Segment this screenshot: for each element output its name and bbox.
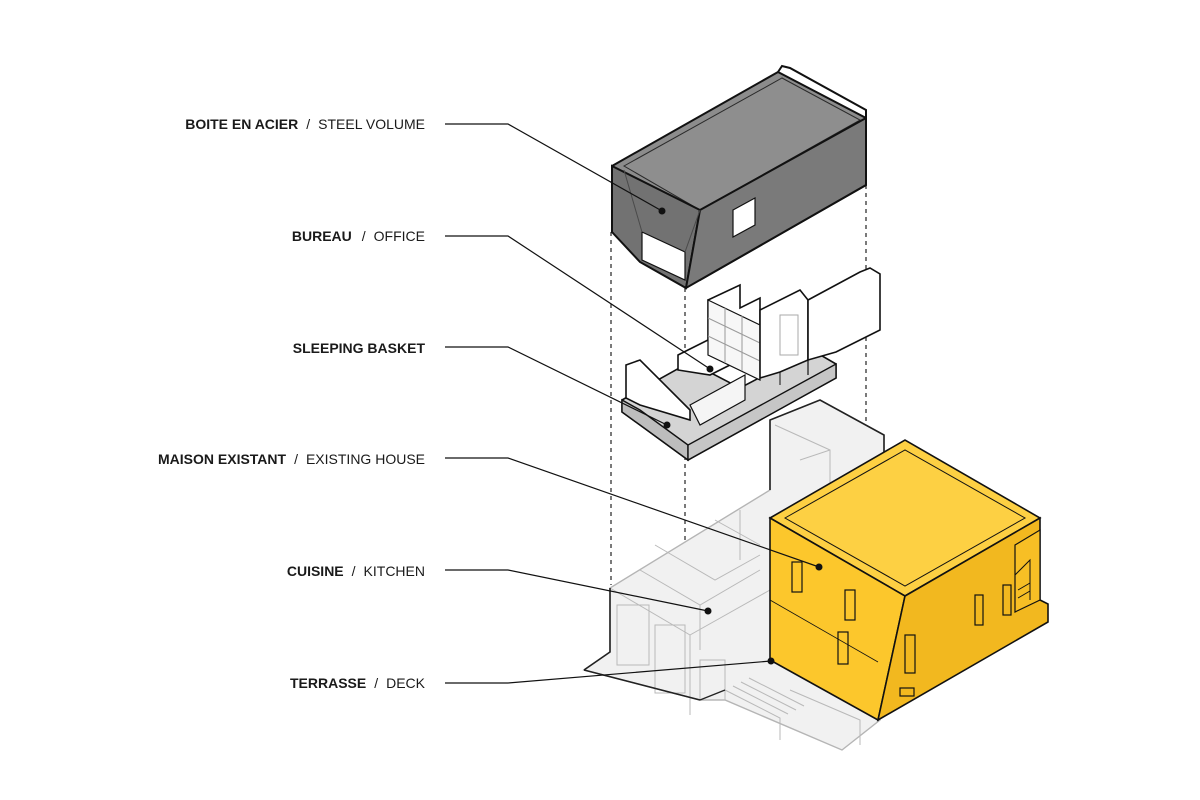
steel-volume xyxy=(611,64,867,290)
leader-deck xyxy=(445,660,772,684)
label-existing-house: MAISON EXISTANT/EXISTING HOUSE xyxy=(158,451,425,467)
leader-lines xyxy=(445,123,823,684)
office-wall-right xyxy=(807,267,881,362)
existing-house-volume xyxy=(768,439,1049,722)
bookshelf xyxy=(707,299,761,381)
leader-kitchen xyxy=(445,569,709,612)
label-kitchen: CUISINE/KITCHEN xyxy=(287,563,425,579)
steel-long-face xyxy=(684,116,867,290)
office-and-sleeping-basket xyxy=(621,267,881,462)
label-steel-volume: BOITE EN ACIER/STEEL VOLUME xyxy=(185,116,425,132)
labels: BOITE EN ACIER/STEEL VOLUME BUREAU/OFFIC… xyxy=(158,116,426,691)
house-windows xyxy=(791,561,1012,697)
label-deck: TERRASSE/DECK xyxy=(290,675,426,691)
house-right-face xyxy=(876,516,1049,722)
sleeping-basket-wall xyxy=(625,359,691,422)
label-office: BUREAU/OFFICE xyxy=(292,228,425,244)
steel-window-side xyxy=(732,196,756,239)
leader-office xyxy=(445,235,711,370)
leader-existing-house xyxy=(445,457,820,568)
leader-sleeping-basket xyxy=(445,346,668,426)
leader-steel-volume xyxy=(445,123,663,212)
projection-lines xyxy=(610,185,867,650)
label-sleeping-basket: SLEEPING BASKET xyxy=(293,340,426,356)
steel-window-end xyxy=(641,231,686,281)
